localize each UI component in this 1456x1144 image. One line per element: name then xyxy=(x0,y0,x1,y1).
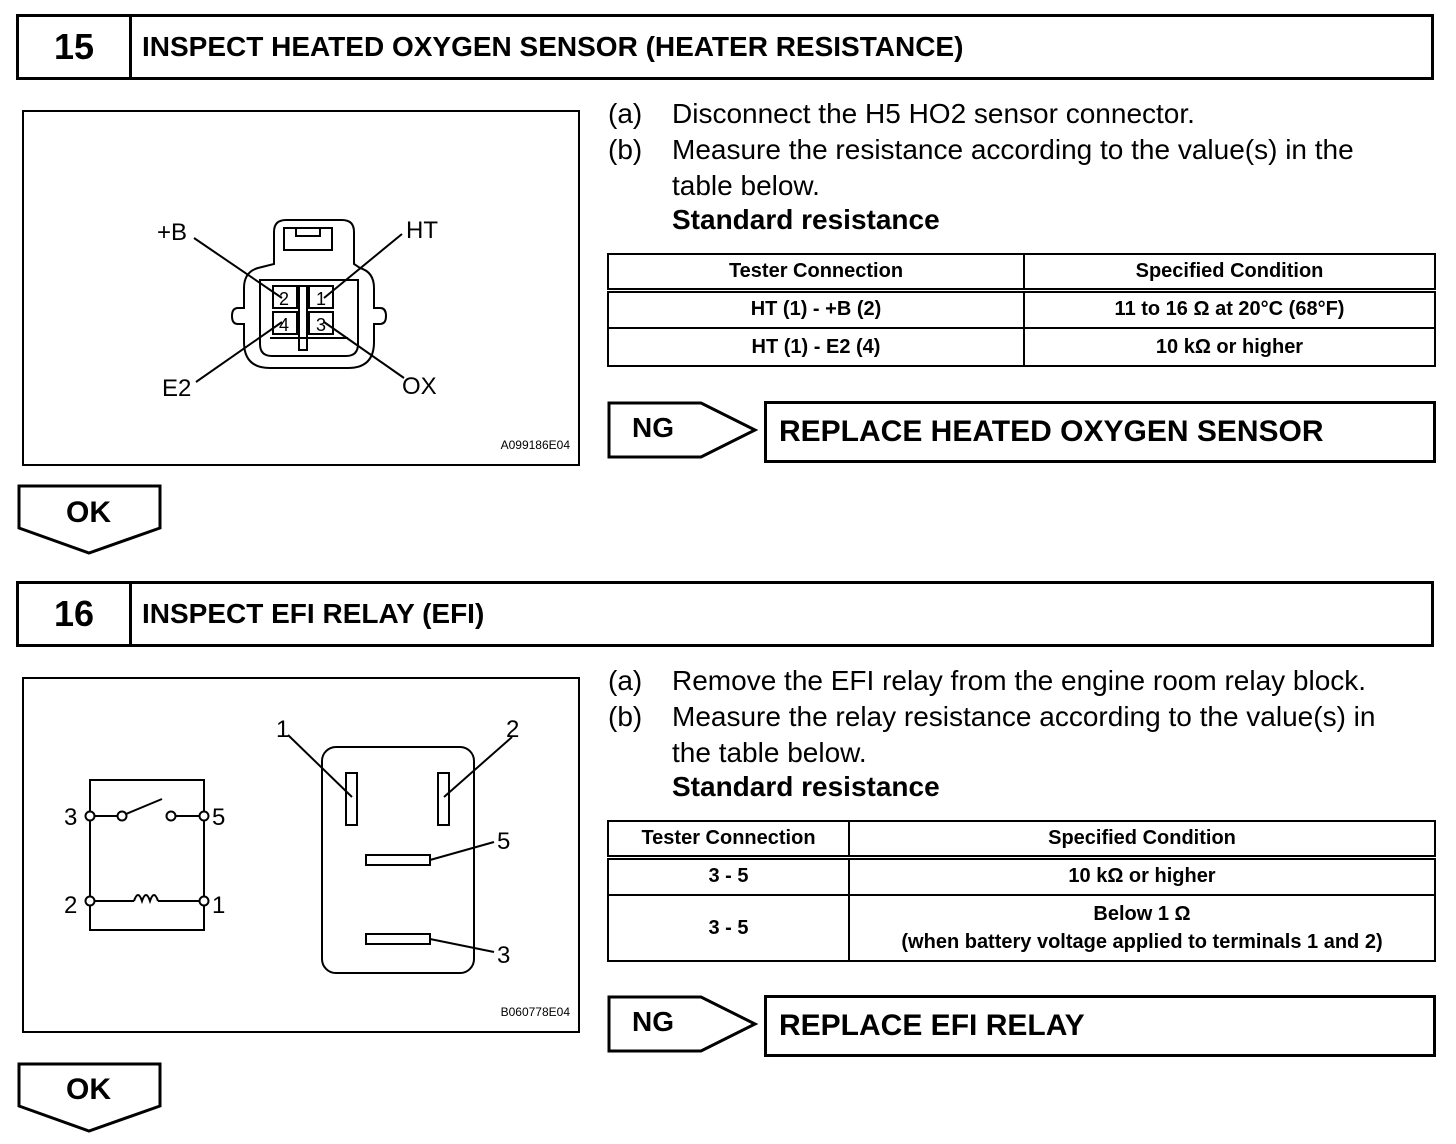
terminal-5-label: 5 xyxy=(212,804,225,831)
standard-resistance-label: Standard resistance xyxy=(672,771,940,802)
step-15-header: 15 INSPECT HEATED OXYGEN SENSOR (HEATER … xyxy=(16,14,1434,80)
label-plus-b: +B xyxy=(157,219,187,246)
table-cell-line: (when battery voltage applied to termina… xyxy=(901,931,1383,953)
pin-4: 4 xyxy=(279,315,289,335)
step-16-spec-table: Tester Connection Specified Condition 3 … xyxy=(607,820,1436,962)
table-cell: HT (1) - E2 (4) xyxy=(607,327,1025,367)
step-15-instructions: (a) Disconnect the H5 HO2 sensor connect… xyxy=(608,96,1438,204)
table-cell: 11 to 16 Ω at 20°C (68°F) xyxy=(1023,289,1436,329)
label-ht: HT xyxy=(406,217,438,244)
step-number: 16 xyxy=(19,584,132,644)
ng-label: NG xyxy=(632,1006,674,1037)
instruction-label: (a) xyxy=(608,98,643,129)
instruction-line: the table below. xyxy=(672,737,867,768)
efi-relay-figure: 3 5 2 1 1 2 5 3 B060778E04 xyxy=(22,677,580,1033)
instruction-line: table below. xyxy=(672,170,820,201)
instruction-text: Remove the EFI relay from the engine roo… xyxy=(672,665,1367,696)
table-cell: HT (1) - +B (2) xyxy=(607,289,1025,329)
label-e2: E2 xyxy=(162,375,191,402)
instruction-label: (b) xyxy=(608,134,643,165)
terminal-1-label: 1 xyxy=(212,892,225,919)
pin-3: 3 xyxy=(316,315,326,335)
ok-label: OK xyxy=(66,1073,111,1106)
ng-result-box: REPLACE EFI RELAY xyxy=(764,995,1436,1057)
ng-arrow-icon xyxy=(607,995,759,1053)
relay-diagram: 3 5 2 1 1 2 5 3 xyxy=(64,716,519,974)
relay-pin-3-label: 3 xyxy=(497,942,510,969)
table-cell: 3 - 5 xyxy=(607,856,850,896)
ng-label: NG xyxy=(632,412,674,443)
connector-diagram: +B HT E2 OX 2 1 4 3 xyxy=(157,217,438,402)
oxygen-sensor-connector-figure: +B HT E2 OX 2 1 4 3 A099186E04 xyxy=(22,110,580,466)
table-header: Specified Condition xyxy=(848,820,1436,860)
ok-label: OK xyxy=(66,496,111,529)
step-15-spec-table: Tester Connection Specified Condition HT… xyxy=(607,253,1436,367)
instruction-b: (b) Measure the relay resistance accordi… xyxy=(608,699,1438,771)
table-row: HT (1) - E2 (4) 10 kΩ or higher xyxy=(607,327,1436,367)
pin-2: 2 xyxy=(279,289,289,309)
table-cell: 10 kΩ or higher xyxy=(1023,327,1436,367)
step-16-header: 16 INSPECT EFI RELAY (EFI) xyxy=(16,581,1434,647)
figure-code: B060778E04 xyxy=(500,1005,570,1019)
table-cell: Below 1 Ω (when battery voltage applied … xyxy=(848,894,1436,962)
ng-arrow-icon xyxy=(607,401,759,459)
ok-arrow-icon xyxy=(17,1062,162,1133)
pin-1: 1 xyxy=(316,289,326,309)
relay-pin-2-label: 2 xyxy=(506,716,519,743)
figure-code: A099186E04 xyxy=(500,438,570,452)
table-header: Tester Connection xyxy=(607,820,850,860)
instruction-label: (a) xyxy=(608,665,643,696)
instruction-a: (a) Disconnect the H5 HO2 sensor connect… xyxy=(608,96,1438,132)
terminal-2-label: 2 xyxy=(64,892,77,919)
instruction-line: Measure the relay resistance according t… xyxy=(672,701,1376,732)
table-row: HT (1) - +B (2) 11 to 16 Ω at 20°C (68°F… xyxy=(607,289,1436,329)
terminal-3-label: 3 xyxy=(64,804,77,831)
table-header: Tester Connection xyxy=(607,253,1025,293)
table-cell: 10 kΩ or higher xyxy=(848,856,1436,896)
relay-pin-5-label: 5 xyxy=(497,828,510,855)
table-row: 3 - 5 Below 1 Ω (when battery voltage ap… xyxy=(607,894,1436,962)
ok-arrow-icon xyxy=(17,484,162,555)
instruction-a: (a) Remove the EFI relay from the engine… xyxy=(608,663,1438,699)
ng-result-box: REPLACE HEATED OXYGEN SENSOR xyxy=(764,401,1436,463)
instruction-line: Measure the resistance according to the … xyxy=(672,134,1354,165)
label-ox: OX xyxy=(402,373,437,400)
table-header: Specified Condition xyxy=(1023,253,1436,293)
standard-resistance-label: Standard resistance xyxy=(672,204,940,235)
table-cell: 3 - 5 xyxy=(607,894,850,962)
instruction-label: (b) xyxy=(608,701,643,732)
instruction-text: Disconnect the H5 HO2 sensor connector. xyxy=(672,98,1195,129)
step-16-instructions: (a) Remove the EFI relay from the engine… xyxy=(608,663,1438,771)
instruction-text: Measure the resistance according to the … xyxy=(672,132,1438,204)
instruction-text: Measure the relay resistance according t… xyxy=(672,699,1438,771)
step-number: 15 xyxy=(19,17,132,77)
table-cell-line: Below 1 Ω xyxy=(1093,903,1191,925)
relay-pin-1-label: 1 xyxy=(276,716,289,743)
instruction-b: (b) Measure the resistance according to … xyxy=(608,132,1438,204)
table-row: 3 - 5 10 kΩ or higher xyxy=(607,856,1436,896)
step-title: INSPECT HEATED OXYGEN SENSOR (HEATER RES… xyxy=(142,31,964,62)
step-title: INSPECT EFI RELAY (EFI) xyxy=(142,598,485,629)
